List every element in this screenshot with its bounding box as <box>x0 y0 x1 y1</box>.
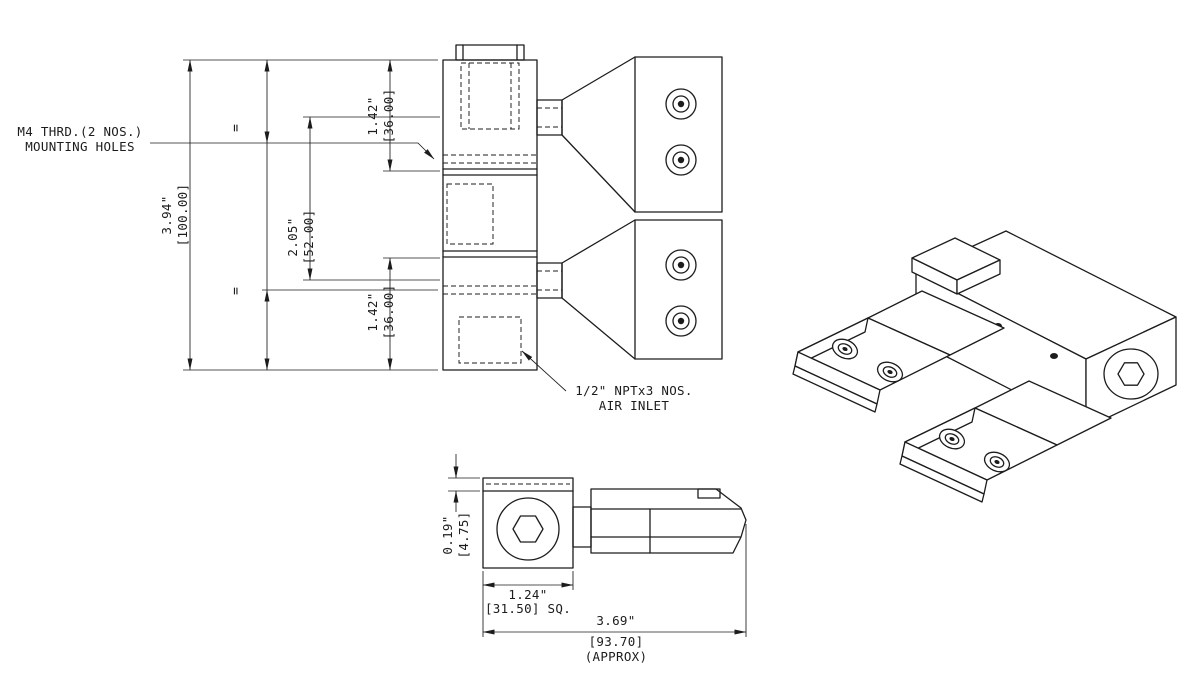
dim-equal-spacing: = = <box>229 59 438 371</box>
dim-middle-mm: [52.00] <box>301 210 316 265</box>
dim-overall-length: 3.69" [93.70] (APPROX) <box>482 524 747 664</box>
hex-socket-icon <box>512 515 544 543</box>
dim-overall-height-in: 3.94" <box>159 195 174 234</box>
bottom-view-body <box>482 477 592 569</box>
dim-bottom-in: 1.42" <box>365 292 380 331</box>
equal-mark: = <box>229 287 244 295</box>
dim-square-in: 1.24" <box>508 587 547 602</box>
iso-nozzle-left <box>792 290 1005 413</box>
dim-length-mm: [93.70] <box>589 634 644 649</box>
mounting-holes-label-line1: M4 THRD.(2 NOS.) <box>17 124 142 139</box>
dim-overall-height-mm: [100.00] <box>175 184 190 247</box>
socket-screw-icon <box>938 428 966 450</box>
dim-top-section: 1.42" [36.00] <box>365 59 440 172</box>
mounting-holes-label-line2: MOUNTING HOLES <box>25 139 135 154</box>
bottom-view: 0.19" [4.75] 1.24" [31.50] SQ. 3.69" [93… <box>440 454 747 664</box>
port-hole <box>1050 353 1058 359</box>
socket-screw-icon <box>665 88 697 120</box>
dim-bottom-mm: [36.00] <box>381 285 396 340</box>
air-inlet-label-line1: 1/2" NPTx3 NOS. <box>575 383 692 398</box>
equal-mark: = <box>229 124 244 132</box>
hex-socket-icon <box>1103 348 1159 400</box>
isometric-view <box>792 230 1177 503</box>
socket-screw-icon <box>983 451 1011 473</box>
air-inlet-connector-top <box>536 99 563 136</box>
air-nozzle-top <box>561 56 723 213</box>
socket-screw-icon <box>831 338 859 360</box>
dim-square-mm: [31.50] SQ. <box>485 601 571 616</box>
dim-bottom-section: 1.42" [36.00] <box>365 257 440 371</box>
socket-screw-icon <box>665 249 697 281</box>
dim-thickness: 0.19" [4.75] <box>440 454 480 558</box>
front-view: 3.94" [100.00] = = 2.05" [52.00] 1.42" [… <box>17 44 723 413</box>
dim-middle-section: 2.05" [52.00] <box>285 116 440 281</box>
front-view-body <box>442 44 538 371</box>
air-inlet-label-line2: AIR INLET <box>599 398 670 413</box>
iso-nozzle-right <box>899 380 1112 503</box>
air-inlet-connector-bottom <box>536 262 563 299</box>
dim-square-width: 1.24" [31.50] SQ. <box>482 571 574 637</box>
air-nozzle-bottom <box>561 219 723 360</box>
dim-thickness-mm: [4.75] <box>456 512 471 559</box>
dim-top-mm: [36.00] <box>381 89 396 144</box>
socket-screw-icon <box>876 361 904 383</box>
nozzle-side-profile <box>590 488 747 554</box>
socket-screw-icon <box>665 305 697 337</box>
dim-top-in: 1.42" <box>365 96 380 135</box>
mounting-holes-annotation: M4 THRD.(2 NOS.) MOUNTING HOLES <box>17 124 435 160</box>
dim-length-in: 3.69" <box>596 613 635 628</box>
dim-middle-in: 2.05" <box>285 217 300 256</box>
dim-overall-height: 3.94" [100.00] <box>159 59 438 371</box>
dim-length-note: (APPROX) <box>585 649 648 664</box>
socket-screw-icon <box>665 144 697 176</box>
air-inlet-annotation: 1/2" NPTx3 NOS. AIR INLET <box>521 350 692 413</box>
dim-thickness-in: 0.19" <box>440 515 455 554</box>
